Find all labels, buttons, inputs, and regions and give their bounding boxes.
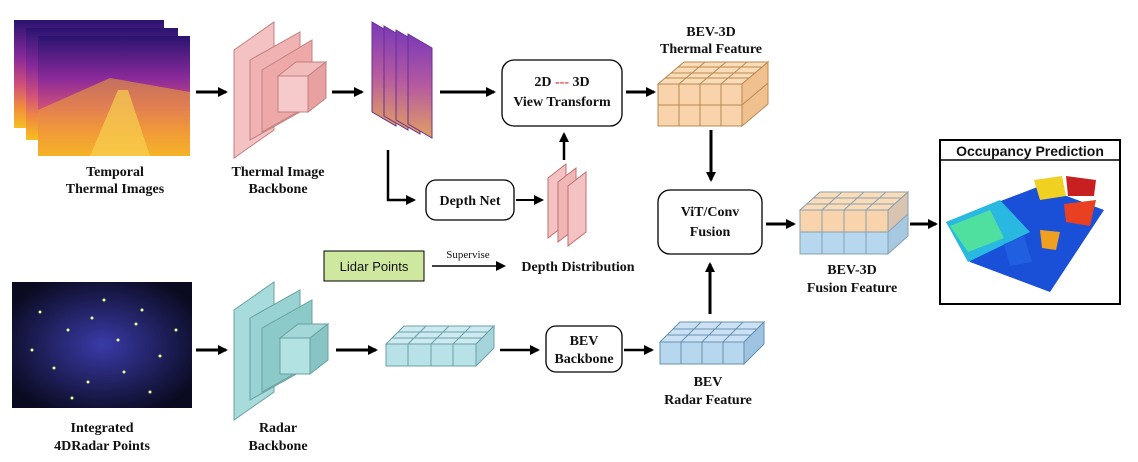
- bev-backbone-label-2: Backbone: [554, 352, 613, 367]
- view-transform-label: View Transform: [513, 95, 611, 110]
- radar-point-scatter: [30, 298, 178, 400]
- thermal-feature-maps: [371, 21, 433, 139]
- bev-backbone-label-1: BEV: [570, 334, 599, 349]
- thermal-image-stack: [14, 20, 190, 156]
- bev-radar-label-1: BEV: [694, 375, 723, 390]
- depth-distribution-maps: [547, 162, 587, 248]
- radar-points-image: [12, 282, 192, 408]
- view-transform-box: [501, 59, 623, 127]
- thermal-backbone-label-1: Thermal Image: [232, 165, 325, 180]
- lidar-points-box: [323, 250, 425, 282]
- lidar-points-label: Lidar Points: [340, 259, 409, 274]
- arrow-features-to-depth-net: [386, 150, 416, 205]
- depth-net-label: Depth Net: [439, 194, 500, 209]
- occupancy-prediction-title: Occupancy Prediction: [956, 143, 1104, 159]
- bev3d-fusion-label-2: Fusion Feature: [807, 281, 897, 296]
- bev3d-thermal-label-2: Thermal Feature: [660, 42, 762, 57]
- bev3d-fusion-label-1: BEV-3D: [827, 263, 877, 278]
- thermal-backbone-label-2: Backbone: [248, 182, 307, 197]
- bev3d-thermal-cube: [656, 60, 770, 128]
- radar-backbone-label-2: Backbone: [248, 439, 307, 454]
- thermal-images-label-1: Temporal: [86, 165, 144, 180]
- thermal-backbone-block: [233, 21, 328, 159]
- bev-radar-label-2: Radar Feature: [664, 393, 752, 408]
- fusion-label-2: Fusion: [690, 225, 731, 240]
- depth-distribution-label: Depth Distribution: [521, 260, 634, 275]
- radar-points-label-1: Integrated: [71, 421, 134, 436]
- radar-backbone-label-1: Radar: [259, 421, 297, 436]
- thermal-images-label-2: Thermal Images: [66, 182, 165, 197]
- bev3d-fusion-cube: [798, 190, 910, 256]
- radar-points-label-2: 4DRadar Points: [54, 439, 150, 454]
- occupancy-visualization: [946, 176, 1104, 292]
- supervise-label: Supervise: [446, 249, 490, 261]
- bev3d-thermal-label-1: BEV-3D: [686, 25, 736, 40]
- fusion-label-1: ViT/Conv: [681, 205, 740, 220]
- bev-radar-feature-cube: [658, 320, 766, 366]
- thermal-road-center: [90, 90, 150, 156]
- depth-net-box: [425, 179, 515, 221]
- radar-backbone-block: [233, 281, 330, 421]
- view-transform-title: 2D --- 3D: [534, 75, 589, 90]
- fusion-box: [657, 189, 763, 255]
- radar-feature-cube: [384, 324, 496, 368]
- bev-backbone-box: [545, 325, 623, 373]
